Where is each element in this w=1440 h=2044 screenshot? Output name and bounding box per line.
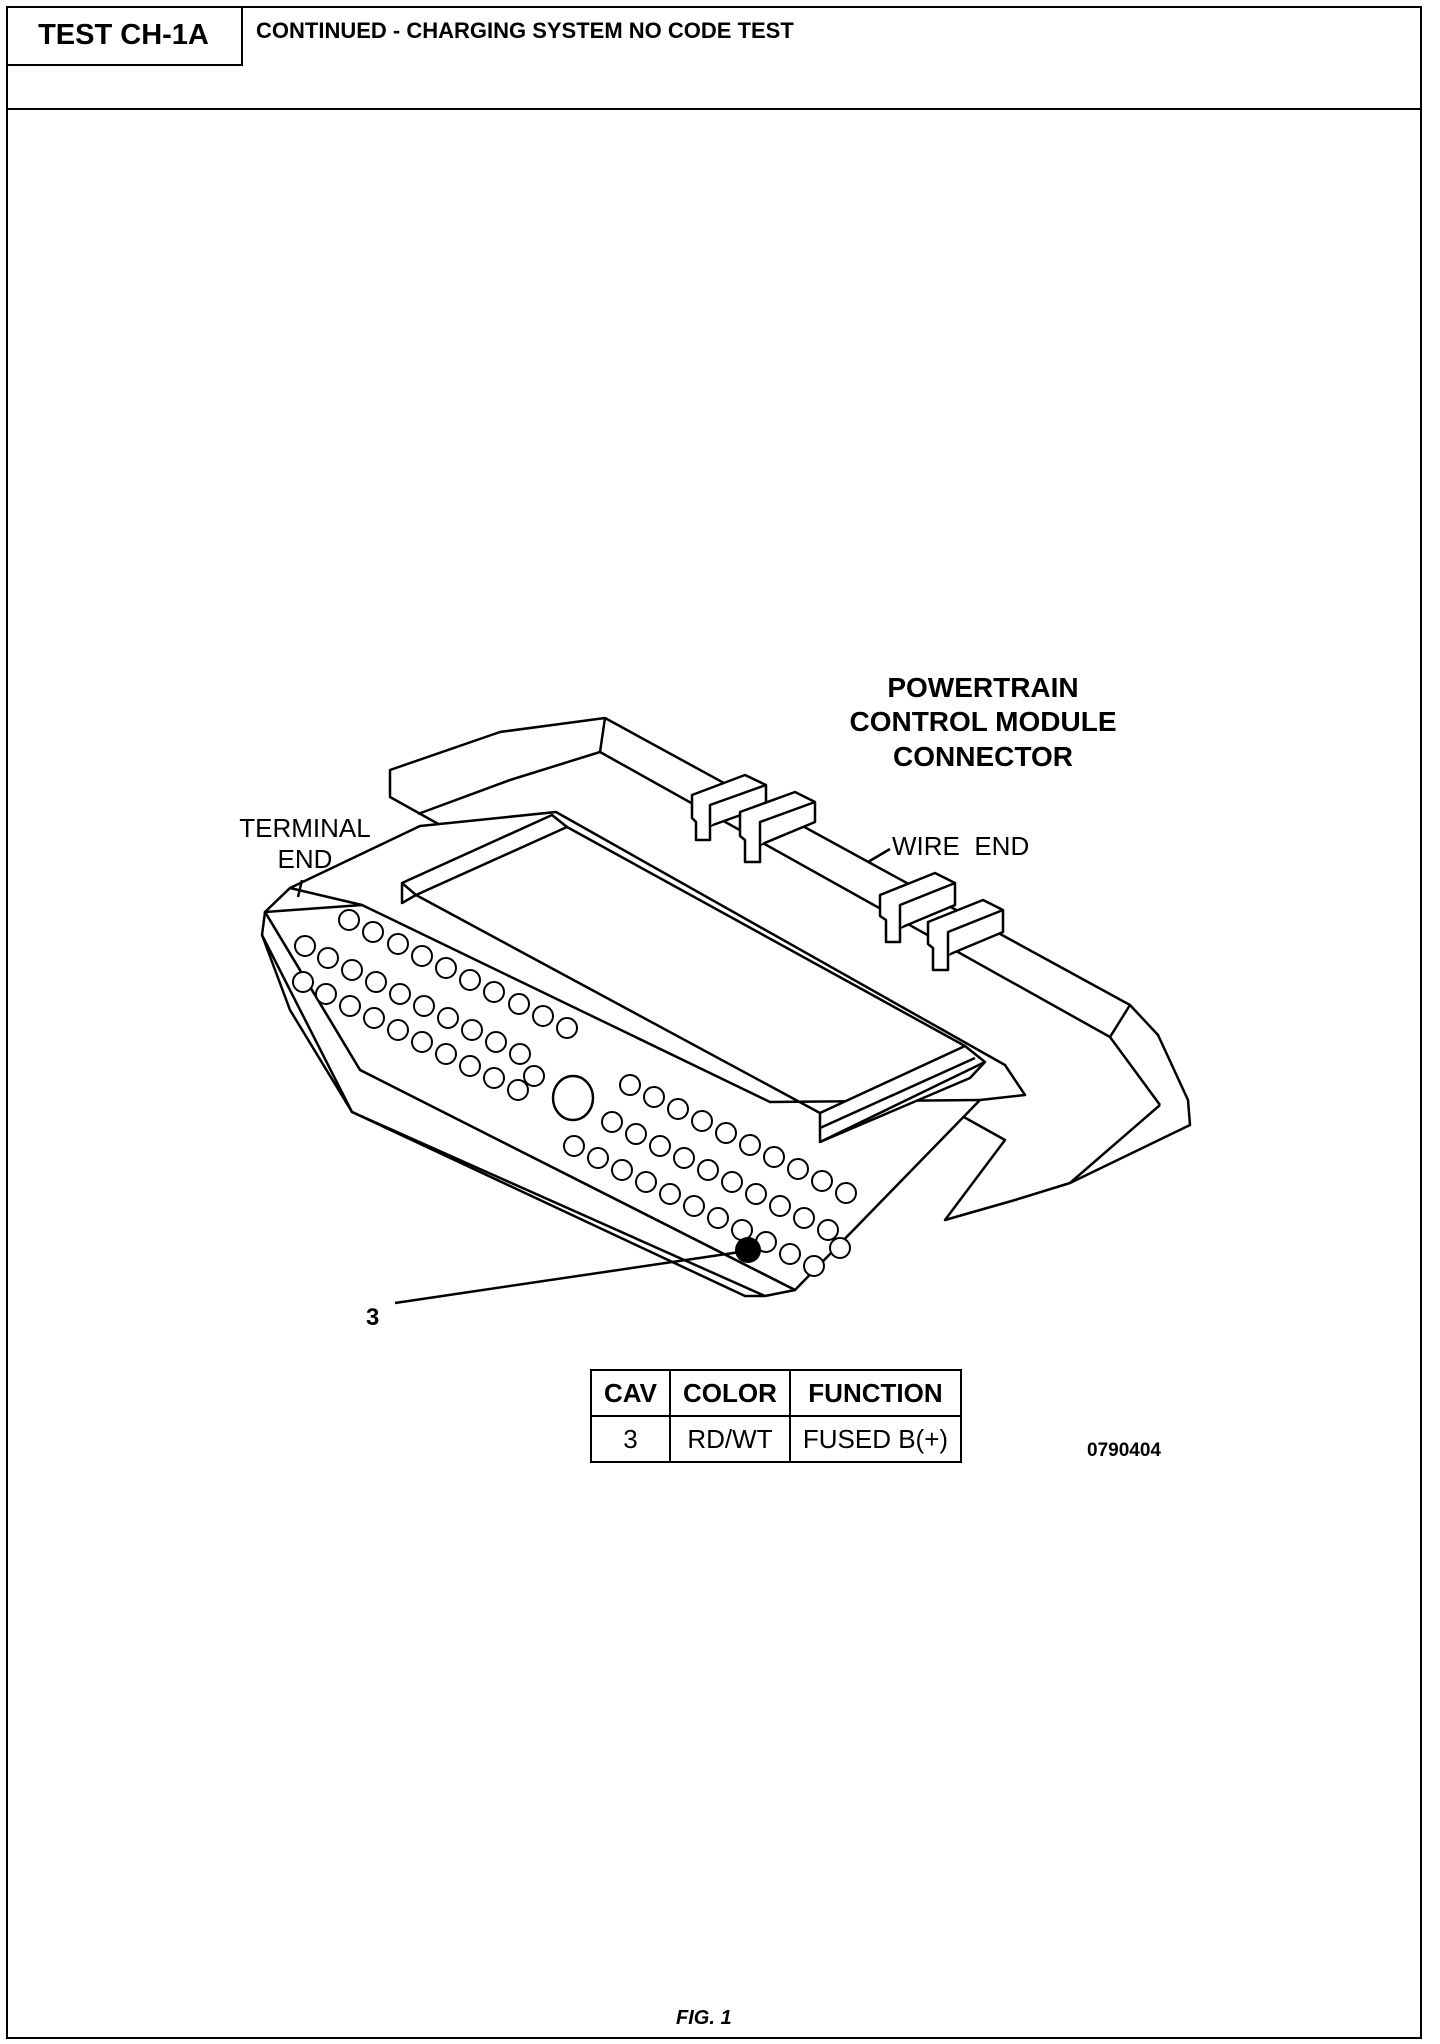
connector-rear-housing: [388, 716, 1192, 1222]
terminal-end-label-line-2: END: [278, 844, 333, 874]
terminal-end-leader: [296, 879, 304, 898]
page-frame: [6, 6, 1422, 2039]
column-header-cav: CAV: [590, 1369, 671, 1417]
cavity-3-highlight: [735, 1237, 761, 1263]
figure-label: FIG. 1: [676, 2007, 732, 2029]
table-row: 3 RD/WT FUSED B(+): [590, 1415, 963, 1463]
top-surface-inner-line: [415, 893, 821, 1115]
locking-tab: [690, 773, 1005, 972]
test-title: CONTINUED - CHARGING SYSTEM NO CODE TEST: [256, 18, 794, 43]
terminal-face-bottom-edge: [260, 934, 766, 1298]
diagram-title-line-2: CONTROL MODULE: [849, 706, 1116, 737]
column-header-function: FUNCTION: [788, 1369, 963, 1417]
cell-function: FUSED B(+): [788, 1415, 963, 1463]
figure-code: 0790404: [1087, 1440, 1161, 1461]
terminal-cavities-left: [292, 909, 578, 1101]
rear-housing-edge: [1108, 1004, 1132, 1038]
terminal-cavities-right: [563, 1074, 857, 1277]
terminal-face-top-edge: [289, 886, 363, 907]
diagram-title-line-1: POWERTRAIN: [887, 672, 1078, 703]
connector-right-rail: [818, 1044, 987, 1144]
terminal-end-label-line-1: TERMINAL: [239, 813, 370, 843]
rear-housing-edge: [1069, 1104, 1161, 1184]
diagram-title-line-3: CONNECTOR: [893, 741, 1073, 772]
connector-terminal-face: [260, 910, 797, 1298]
test-id-box: TEST CH-1A: [6, 6, 243, 66]
rear-housing-edge: [417, 717, 607, 816]
callout-leader-line: [394, 1250, 741, 1305]
column-header-color: COLOR: [668, 1369, 791, 1417]
table-header-row: CAV COLOR FUNCTION: [590, 1369, 963, 1417]
page-header: [6, 6, 1422, 110]
wire-end-label: WIRE END: [892, 831, 1029, 861]
wire-end-leader: [867, 847, 891, 864]
connector-left-rail: [400, 813, 569, 905]
cell-cav: 3: [590, 1415, 671, 1463]
cavity-table: CAV COLOR FUNCTION 3 RD/WT FUSED B(+): [590, 1369, 963, 1463]
cell-color: RD/WT: [668, 1415, 791, 1463]
keying-hole: [551, 1074, 595, 1122]
callout-number: 3: [366, 1304, 379, 1331]
top-surface-inner-line: [566, 825, 966, 1048]
